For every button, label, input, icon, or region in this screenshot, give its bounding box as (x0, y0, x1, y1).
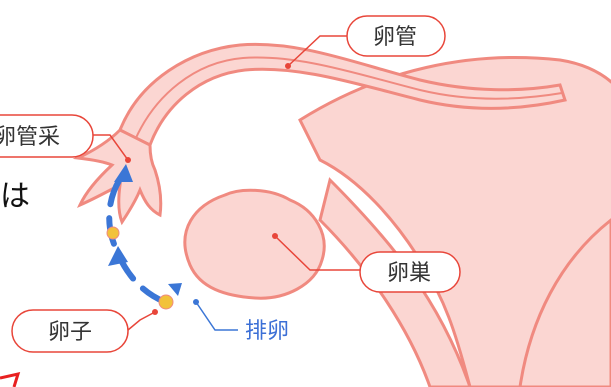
ovulation-label: 排卵 (245, 319, 289, 344)
ovulation-leader-dot (193, 299, 199, 305)
egg-label: 卵子 (48, 320, 92, 345)
egg-leader-dot (152, 309, 158, 315)
fimbriae-label: 卵管采 (0, 125, 60, 150)
ovary-shape (185, 190, 324, 298)
oviduct-leader-dot (285, 63, 291, 69)
ovulation-leader (196, 302, 238, 330)
egg-dot (107, 227, 119, 239)
cut-text-char: は (0, 179, 30, 214)
ovary-leader-dot (272, 233, 278, 239)
egg-dot (159, 295, 173, 309)
red-mark (0, 374, 18, 387)
egg-leader (128, 312, 155, 330)
oviduct-label: 卵管 (373, 25, 417, 50)
ovary-label: 卵巣 (387, 261, 431, 286)
fimbriae-leader-dot (125, 157, 131, 163)
arrow-icon (168, 283, 182, 296)
